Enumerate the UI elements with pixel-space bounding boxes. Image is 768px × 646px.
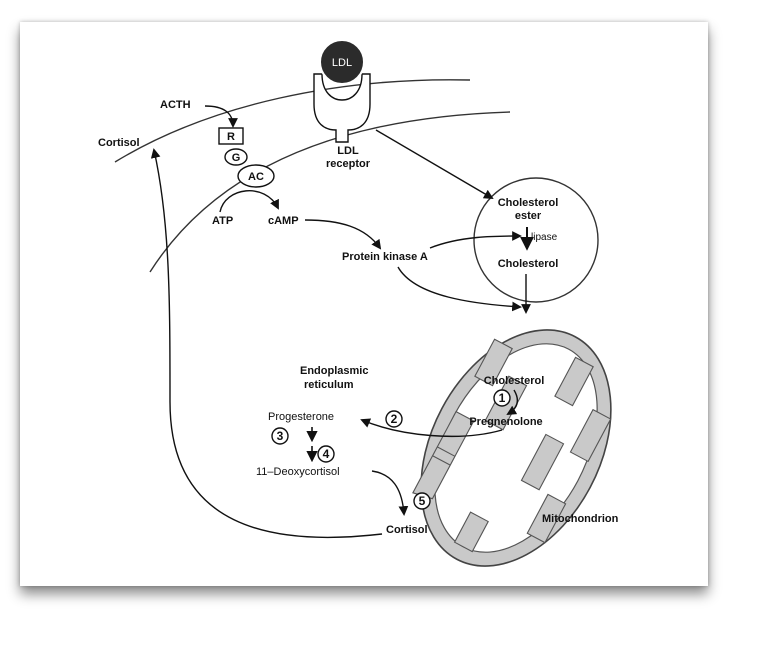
pregnenolone-label: Pregnenolone [469,416,542,428]
receptor-r-box [218,127,244,145]
lipase-label: lipase [531,232,558,243]
g-protein-label: G [232,152,241,164]
ldl-to-ester-arrow [375,129,494,199]
camp-to-pka-arrow [304,219,382,250]
cholesterol-free-label: Cholesterol [498,258,559,270]
plasma-membrane-outer [114,79,471,163]
step-5-label: 5 [419,494,426,508]
atp-label: ATP [212,215,233,227]
cholesterol-ester-label-2: ester [515,210,542,222]
step-4-marker [317,445,335,463]
cholesterol-mito-label: Cholesterol [484,375,545,387]
acth-to-receptor-arrow [204,105,238,128]
cortisol-mito-label: Cortisol [386,524,428,536]
er-label-2: reticulum [304,379,354,391]
protein-kinase-a-label: Protein kinase A [342,251,428,263]
adenylate-cyclase-label: AC [248,171,264,183]
deoxycortisol-label: 11–Deoxycortisol [256,466,340,478]
cortisol-export-arrow [150,148,383,539]
cholesterol-to-pregnenolone-arrow [506,389,519,416]
step-1-marker [493,389,511,407]
g-protein [224,148,248,166]
cortisol-synthesis-diagram: LDL LDL receptor ACTH R G AC ATP cAMP Pr… [98,39,619,567]
pregnenolone-to-progesterone-arrow [360,418,503,438]
atp-to-camp-arrow [219,190,279,213]
acth-label: ACTH [160,99,191,111]
mitochondrion-label: Mitochondrion [542,513,619,525]
ldl-receptor-label-2: receptor [326,158,371,170]
step-5-marker [413,492,431,510]
mitochondrion [412,329,612,567]
step-2-label: 2 [391,412,398,426]
plasma-membrane-inner [149,111,511,273]
step-3-marker [271,427,289,445]
progesterone-label: Progesterone [268,411,334,423]
ldl-label: LDL [332,57,352,69]
step-2-marker [385,410,403,428]
adenylate-cyclase [237,164,275,188]
receptor-r-label: R [227,131,235,143]
cholesterol-ester-label-1: Cholesterol [498,197,559,209]
camp-label: cAMP [268,215,299,227]
ldl-receptor-label-1: LDL [337,145,359,157]
cortisol-out-label: Cortisol [98,137,140,149]
er-label-1: Endoplasmic [300,365,368,377]
step-4-label: 4 [323,447,330,461]
pka-to-transport-arrow [397,266,522,312]
pka-to-lipase-arrow [429,231,522,249]
step-1-label: 1 [499,391,506,405]
ldl-particle [319,39,365,85]
deoxycortisol-to-cortisol-arrow [371,470,409,516]
lipid-droplet [473,177,599,303]
ldl-receptor-shape [313,73,371,143]
step-3-label: 3 [277,429,284,443]
figure-frame: LDL LDL receptor ACTH R G AC ATP cAMP Pr… [20,22,708,586]
